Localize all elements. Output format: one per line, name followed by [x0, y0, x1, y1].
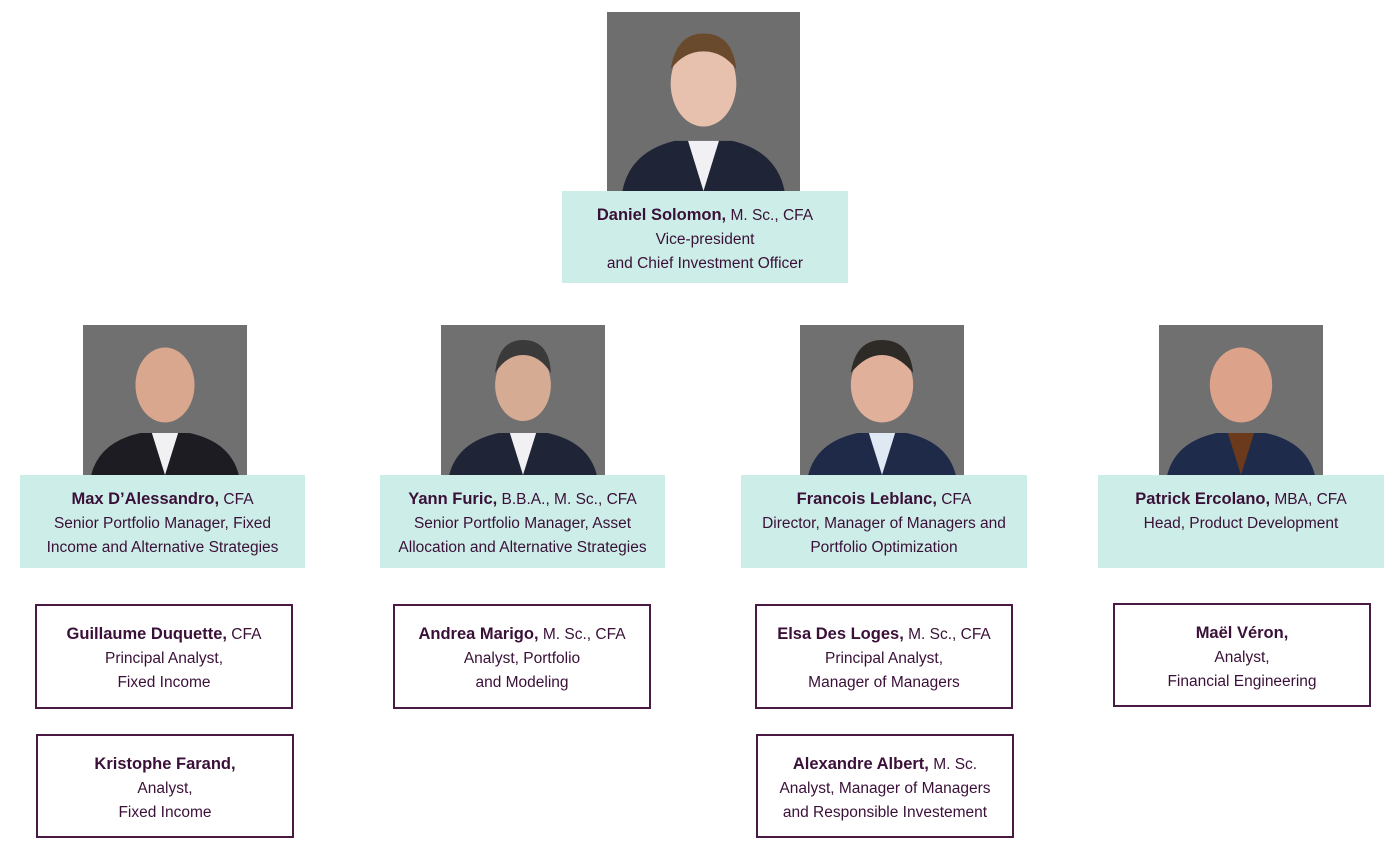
- person-title: Financial Engineering: [1167, 673, 1317, 690]
- person-title: Manager of Managers: [808, 674, 960, 691]
- person-name: Daniel Solomon,: [596, 206, 727, 224]
- person-credentials: MBA, CFA: [1270, 491, 1347, 508]
- portrait-photo-yann-furic: [441, 325, 605, 475]
- portrait-photo-daniel-solomon: [607, 12, 800, 191]
- person-title: and Responsible Investement: [782, 804, 988, 821]
- team-member-card: Guillaume Duquette, CFA Principal Analys…: [35, 604, 293, 709]
- portrait-photo-francois-leblanc: [800, 325, 964, 475]
- person-name: Guillaume Duquette,: [66, 625, 227, 643]
- person-credentials: M. Sc.: [928, 756, 978, 773]
- leader-card: Francois Leblanc, CFA Director, Manager …: [741, 475, 1027, 568]
- person-title: Vice-president: [655, 231, 755, 248]
- team-member-card: Alexandre Albert, M. Sc. Analyst, Manage…: [756, 734, 1014, 838]
- person-title: Principal Analyst,: [824, 650, 944, 667]
- person-name: Francois Leblanc,: [796, 490, 937, 508]
- person-title: Portfolio Optimization: [810, 539, 958, 556]
- leader-card: Patrick Ercolano, MBA, CFA Head, Product…: [1098, 475, 1384, 568]
- person-name: Alexandre Albert,: [792, 755, 929, 773]
- person-title: Principal Analyst,: [104, 650, 224, 667]
- person-title: Senior Portfolio Manager, Fixed: [53, 515, 272, 532]
- team-member-card: Kristophe Farand, Analyst, Fixed Income: [36, 734, 294, 838]
- person-title: Analyst,: [137, 780, 193, 797]
- person-title: Allocation and Alternative Strategies: [398, 539, 647, 556]
- person-name: Elsa Des Loges,: [777, 625, 904, 643]
- person-credentials: B.B.A., M. Sc., CFA: [497, 491, 637, 508]
- person-title: Head, Product Development: [1143, 515, 1339, 532]
- person-title: and Modeling: [475, 674, 569, 691]
- leader-card: Max D’Alessandro, CFA Senior Portfolio M…: [20, 475, 305, 568]
- person-name: Kristophe Farand,: [94, 755, 236, 773]
- person-credentials: M. Sc., CFA: [726, 207, 814, 224]
- person-title: Fixed Income: [118, 804, 212, 821]
- person-title: Analyst,: [1214, 649, 1270, 666]
- person-name: Andrea Marigo,: [418, 625, 539, 643]
- person-title: Fixed Income: [117, 674, 211, 691]
- portrait-photo-max-dalessandro: [83, 325, 247, 475]
- person-title: Director, Manager of Managers and: [762, 515, 1006, 532]
- person-title: and Chief Investment Officer: [606, 255, 804, 272]
- person-title: Analyst, Portfolio: [463, 650, 581, 667]
- person-name: Yann Furic,: [408, 490, 498, 508]
- person-credentials: CFA: [936, 491, 972, 508]
- person-credentials: CFA: [226, 626, 262, 643]
- person-name: Patrick Ercolano,: [1135, 490, 1271, 508]
- person-credentials: M. Sc., CFA: [903, 626, 991, 643]
- person-title: Income and Alternative Strategies: [46, 539, 279, 556]
- team-member-card: Maël Véron, Analyst, Financial Engineeri…: [1113, 603, 1371, 707]
- portrait-photo-patrick-ercolano: [1159, 325, 1323, 475]
- chief-card: Daniel Solomon, M. Sc., CFA Vice-preside…: [562, 191, 848, 283]
- team-member-card: Andrea Marigo, M. Sc., CFA Analyst, Port…: [393, 604, 651, 709]
- person-title: Senior Portfolio Manager, Asset: [413, 515, 632, 532]
- person-name: Maël Véron,: [1195, 624, 1289, 642]
- team-member-card: Elsa Des Loges, M. Sc., CFA Principal An…: [755, 604, 1013, 709]
- person-credentials: M. Sc., CFA: [538, 626, 626, 643]
- person-title: Analyst, Manager of Managers: [779, 780, 991, 797]
- person-name: Max D’Alessandro,: [71, 490, 220, 508]
- person-credentials: CFA: [219, 491, 254, 508]
- leader-card: Yann Furic, B.B.A., M. Sc., CFA Senior P…: [380, 475, 665, 568]
